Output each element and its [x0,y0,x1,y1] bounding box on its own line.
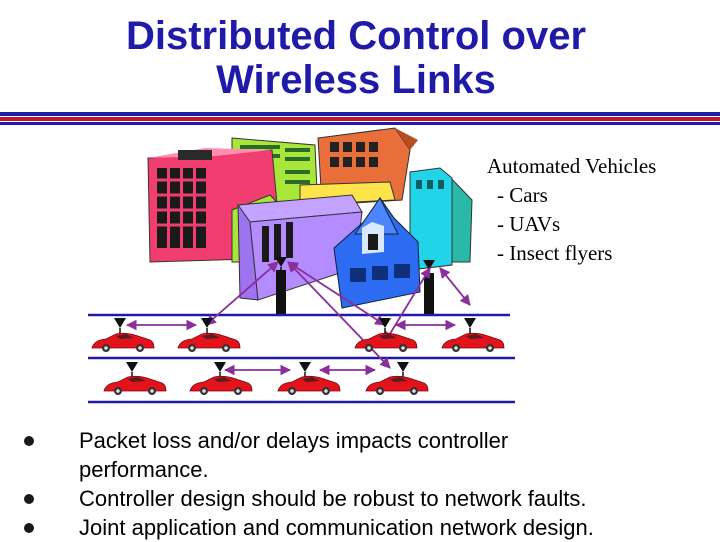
callout-item-uavs: - UAVs [497,212,561,236]
automated-vehicles-callout: Automated Vehicles - Cars - UAVs - Insec… [487,152,656,268]
bullet-list: Packet loss and/or delays impacts contro… [22,426,720,542]
bullet-3-line-1: Joint application and communication netw… [79,515,594,540]
wireless-link-arrows [125,261,471,376]
bullet-item: Packet loss and/or delays impacts contro… [22,426,720,484]
car-antennas [113,317,477,379]
building-icon [147,127,473,309]
network-illustration [88,127,515,404]
callout-item-insect-flyers: - Insect flyers [497,241,613,265]
bullet-dot-icon [24,523,34,533]
bullet-2-line-1: Controller design should be robust to ne… [79,486,587,511]
title-line-2: Wireless Links [216,58,496,102]
title-rule-blue-2 [0,122,720,125]
title-rule-blue [0,112,720,116]
bullet-dot-icon [24,494,34,504]
title-rule-red [0,117,720,121]
bullet-1-line-1: Packet loss and/or delays impacts contro… [79,428,509,453]
bullet-1-line-2: performance. [79,457,209,482]
car-icon [91,332,505,396]
callout-heading: Automated Vehicles [487,154,657,178]
callout-item-cars: - Cars [497,183,548,207]
bullet-dot-icon [24,436,34,446]
bullet-item: Controller design should be robust to ne… [22,484,720,513]
slide-title: Distributed Control over Wireless Links [0,14,712,102]
title-line-1: Distributed Control over [125,14,587,58]
bullet-item: Joint application and communication netw… [22,513,720,542]
